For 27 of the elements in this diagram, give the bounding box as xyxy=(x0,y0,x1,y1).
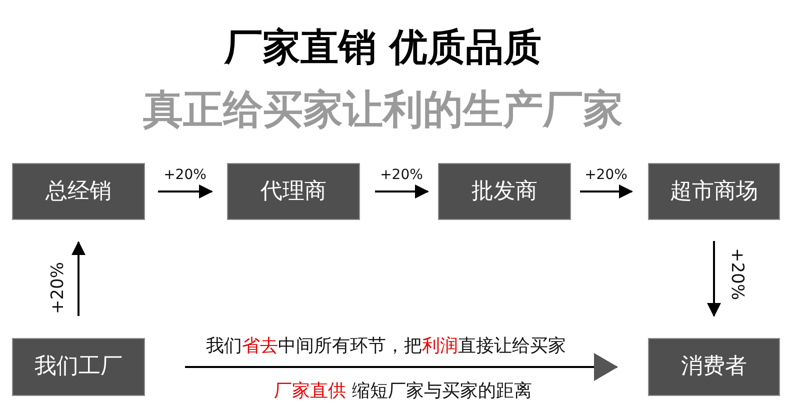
edge-label: +20% xyxy=(584,166,628,183)
stage-label: 总经销 xyxy=(46,178,112,204)
note-text: 厂家直供 缩短厂家与买家的距离 xyxy=(274,382,532,402)
arrow xyxy=(707,241,721,317)
arrow xyxy=(375,184,429,198)
title: 厂家直销 优质品质 xyxy=(224,26,542,70)
stage-label: 超市商场 xyxy=(670,178,758,204)
stage-box xyxy=(438,163,571,220)
stage-box xyxy=(12,338,145,396)
stage-label: 消费者 xyxy=(681,354,747,380)
arrow xyxy=(185,353,618,381)
edge-label: +20% xyxy=(726,247,746,300)
stage-box xyxy=(648,338,780,396)
arrow xyxy=(158,184,213,198)
edge-label: 我们省去中间所有环节，把利润直接让给买家 xyxy=(206,336,566,358)
stage-label: 批发商 xyxy=(472,178,538,204)
stage-label: 代理商 xyxy=(260,178,326,204)
stage-box xyxy=(648,163,780,220)
edge-label: +20% xyxy=(48,262,68,314)
stage-box xyxy=(12,163,145,220)
stage-label: 我们工厂 xyxy=(34,354,122,380)
arrow xyxy=(580,184,633,198)
stage-box xyxy=(227,163,360,220)
edge-label: +20% xyxy=(380,166,423,183)
subtitle: 真正给买家让利的生产厂家 xyxy=(143,87,623,133)
edge-label: +20% xyxy=(164,166,206,183)
arrow xyxy=(72,241,86,316)
